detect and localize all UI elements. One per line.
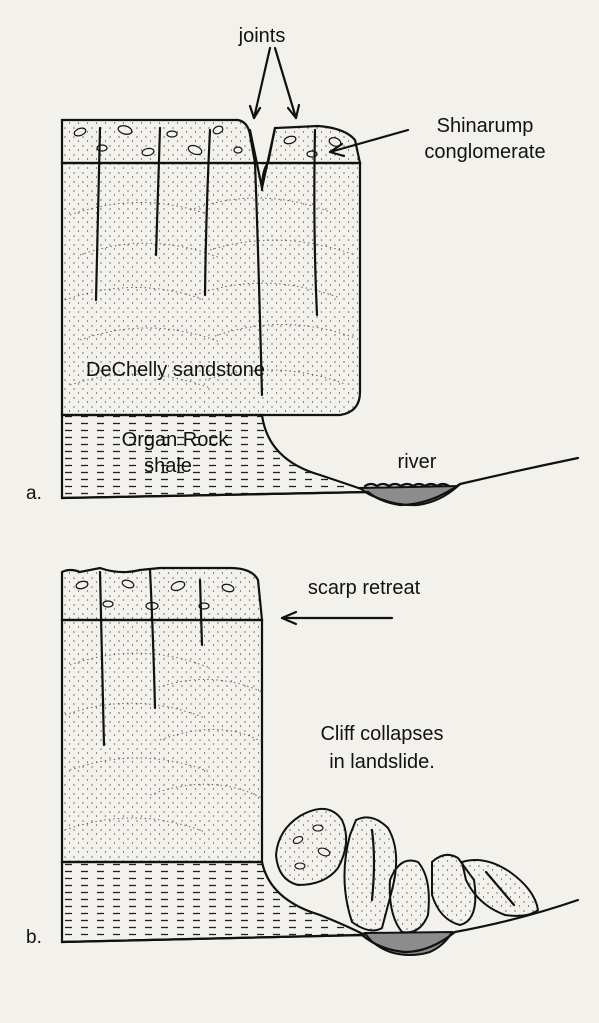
ground-surface-a bbox=[60, 456, 580, 507]
joint-lines-b bbox=[98, 568, 204, 747]
block-joints bbox=[370, 828, 516, 907]
organ-rock-label-line2: shale bbox=[144, 455, 192, 477]
collapse-label-line2: in landslide. bbox=[329, 751, 435, 773]
shinarump-label-line2: conglomerate bbox=[424, 141, 545, 163]
dechelly-sandstone-layer bbox=[60, 161, 362, 417]
panel-b: scarp retreat Cliff collapses in landsli… bbox=[26, 566, 580, 956]
joints-arrows bbox=[248, 46, 301, 120]
ground-surface-b bbox=[60, 898, 580, 954]
dechelly-sandstone-layer-b bbox=[60, 618, 264, 864]
organ-rock-shale-layer-b bbox=[60, 860, 366, 944]
shinarump-arrow bbox=[328, 128, 410, 158]
landslide-blocks bbox=[274, 808, 540, 934]
shinarump-label-line1: Shinarump bbox=[437, 115, 534, 137]
panel-a: joints Shinarump conglomerate DeChelly s… bbox=[26, 25, 580, 507]
dechelly-label: DeChelly sandstone bbox=[86, 359, 265, 381]
scarp-retreat-arrow bbox=[280, 610, 394, 626]
scarp-retreat-label: scarp retreat bbox=[308, 577, 421, 599]
organ-rock-shale-layer bbox=[60, 413, 371, 500]
block-pebbles bbox=[292, 824, 331, 870]
collapsed-sandstone-block-1 bbox=[343, 816, 398, 932]
shinarump-conglomerate-b bbox=[60, 566, 264, 622]
panel-a-letter: a. bbox=[26, 483, 42, 504]
panel-b-letter: b. bbox=[26, 927, 42, 948]
joints-label: joints bbox=[238, 25, 286, 47]
cross-bedding-b bbox=[64, 652, 263, 833]
collapsed-sandstone-block-2 bbox=[388, 859, 430, 934]
joint-notch bbox=[248, 126, 277, 190]
collapsed-conglomerate-block bbox=[274, 808, 348, 887]
organ-rock-label-line1: Organ Rock bbox=[122, 429, 230, 451]
collapse-label-line1: Cliff collapses bbox=[320, 723, 443, 745]
river-label: river bbox=[398, 451, 437, 473]
